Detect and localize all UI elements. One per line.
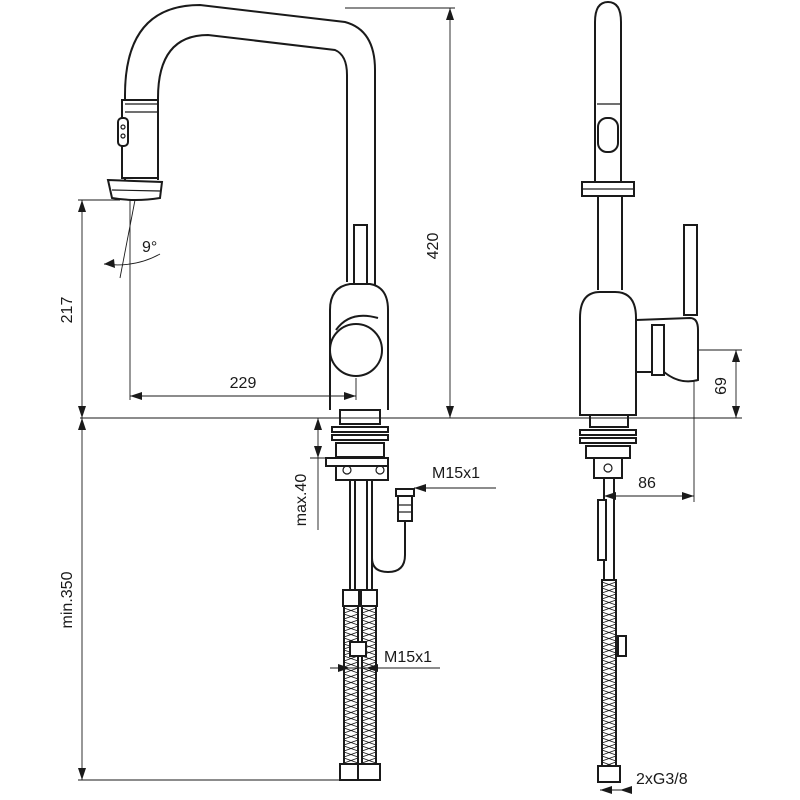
supply-hose-left — [339, 589, 363, 781]
side-view — [579, 0, 699, 783]
spray-button — [117, 117, 129, 147]
label-max40: max.40 — [293, 474, 310, 527]
dimension-labels: 420 217 229 9° max.40 min.350 M15x1 M15x… — [59, 233, 730, 788]
label-229: 229 — [230, 375, 257, 392]
mount-rings — [325, 409, 389, 481]
label-min350: min.350 — [59, 571, 76, 628]
spout-outer — [124, 3, 376, 292]
side-mount-rings — [579, 414, 637, 479]
side-body — [579, 291, 637, 416]
label-420: 420 — [425, 233, 442, 260]
side-spout — [594, 0, 622, 191]
label-217: 217 — [59, 297, 76, 324]
label-69: 69 — [713, 377, 730, 395]
hose-nut-front — [349, 641, 367, 657]
label-m15x1-lower: M15x1 — [384, 649, 432, 666]
lever-base — [329, 323, 383, 377]
label-m15x1-upper: M15x1 — [432, 465, 480, 482]
supply-hose-right — [357, 589, 381, 781]
spray-head — [121, 99, 159, 179]
front-view — [106, 3, 415, 781]
side-lever — [683, 224, 698, 316]
side-spray-button — [597, 117, 619, 153]
label-86: 86 — [638, 475, 656, 492]
label-2xg38: 2xG3/8 — [636, 771, 688, 788]
dimension-lines — [78, 7, 742, 794]
label-9deg: 9° — [142, 239, 157, 256]
spout-inner — [157, 33, 348, 282]
